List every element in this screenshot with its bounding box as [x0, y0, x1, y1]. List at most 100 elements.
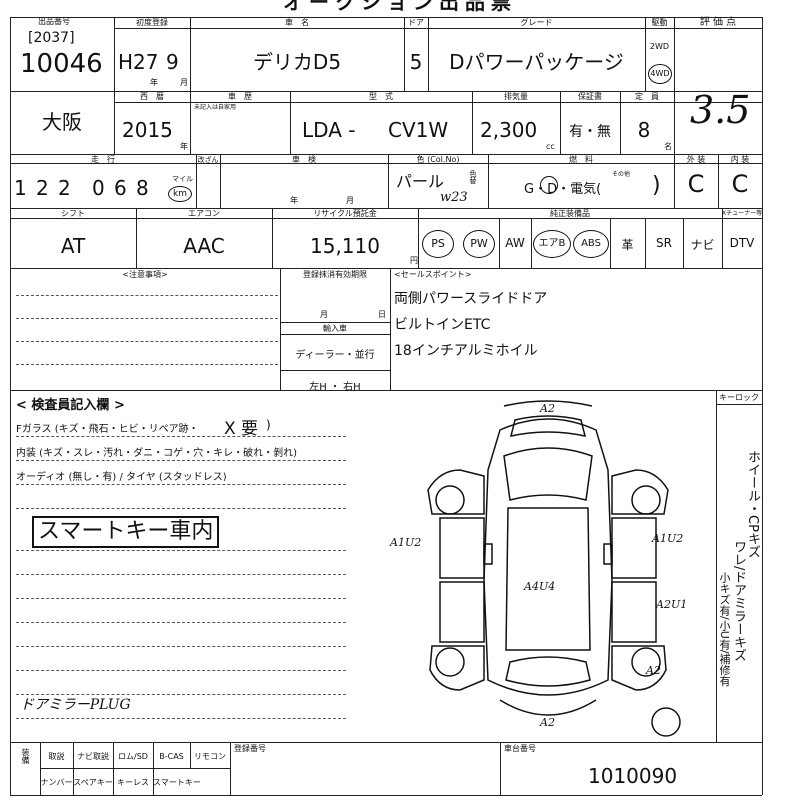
capacity-unit: 名: [664, 142, 672, 151]
mileage-digit: 1: [14, 176, 27, 200]
footer-item: リモコン: [194, 752, 226, 761]
car-name-label: 車 名: [285, 18, 309, 27]
equip-airbag: エアB: [533, 230, 571, 258]
dealer-parallel: ディーラー・並行: [295, 350, 375, 361]
color-side-label: 色替: [469, 170, 477, 184]
warranty-label: 保証書: [578, 92, 602, 101]
fglass-close: ): [266, 418, 271, 432]
mileage-digit: 2: [36, 176, 49, 200]
doors: 5: [409, 50, 423, 74]
damage-mark: A2: [540, 402, 555, 415]
history-sub: 未記入は自家用: [194, 104, 237, 111]
footer-item: ロム/SD: [118, 752, 148, 761]
mileage-digit: 6: [114, 176, 127, 200]
footer-item: スマートキー: [153, 778, 201, 787]
model-code: CV1W: [388, 118, 449, 142]
inspection-label: 車 検: [292, 155, 316, 164]
footer-item: スペアキー: [73, 778, 113, 787]
drive-4wd: 4WD: [648, 64, 672, 84]
mileage-digit: 2: [58, 176, 71, 200]
footer-item: B-CAS: [159, 752, 184, 761]
recycle-label: リサイクル預託金: [313, 209, 377, 218]
mileage-label: 走 行: [91, 155, 115, 164]
month-unit: 月: [180, 78, 188, 87]
damage-mark: A2U1: [656, 598, 688, 611]
displacement-label: 排気量: [504, 92, 528, 101]
reg-expiry-label: 登録抹消有効期限: [303, 270, 367, 279]
interior-label: 内 装: [730, 155, 750, 164]
rating-value: 3.5: [690, 88, 751, 132]
recycle: 15,110: [310, 234, 380, 258]
model-label: 型 式: [369, 92, 393, 101]
mileage-digit: 0: [92, 176, 105, 200]
fuel-label: 燃 料: [569, 155, 593, 164]
chassis-label: 車台番号: [504, 744, 536, 753]
displacement: 2,300: [480, 118, 538, 142]
fuel-selected-circle: [540, 176, 558, 194]
reg-day-unit: 日: [378, 310, 386, 319]
extra-label: Xチューナー等: [722, 210, 763, 217]
exterior: C: [687, 170, 705, 198]
color-label: 色 (Col.No): [416, 155, 460, 164]
capacity: 8: [637, 118, 651, 142]
inspector-title: < 検査員記入欄 >: [16, 398, 125, 413]
ac-label: エアコン: [188, 209, 220, 218]
meter-label: 改ざん: [197, 156, 219, 164]
grade: Dパワーパッケージ: [449, 50, 624, 74]
recycle-unit: 円: [410, 256, 418, 265]
lot-label: 出品番号: [38, 17, 70, 26]
damage-mark: A2: [540, 716, 555, 729]
capacity-label: 定 員: [635, 92, 659, 101]
car-diagram: [427, 400, 681, 737]
shift: AT: [60, 234, 86, 258]
side-text-2: ワレ/ドアミラーキズ: [731, 540, 746, 662]
reg-number-label: 登録番号: [234, 744, 266, 753]
damage-mark: A4U4: [524, 580, 556, 593]
model-year: 2015: [122, 118, 173, 142]
mileage-unit-mile: マイル: [172, 175, 193, 183]
damage-mark: A1U2: [390, 536, 422, 549]
color: パール: [396, 172, 445, 191]
interior-line: 内装 (キズ・スレ・汚れ・ダニ・コゲ・穴・キレ・破れ・剝れ): [16, 448, 297, 459]
sales-point: 18インチアルミホイル: [394, 343, 538, 359]
rating-label: 評 価 点: [699, 17, 737, 28]
history-label: 車 歴: [228, 92, 252, 101]
reg-year: H27: [118, 50, 159, 74]
insp-month-unit: 月: [346, 196, 354, 205]
fuel-text: G・D・電気(: [524, 182, 602, 197]
venue: 大阪: [42, 110, 82, 134]
bottom-note: ドアミラーPLUG: [20, 697, 131, 713]
drive-2wd: 2WD: [649, 42, 670, 51]
prep-label: 装備: [21, 748, 30, 764]
sales-point: ビルトインETC: [394, 317, 491, 333]
door-label: ドア: [408, 18, 424, 27]
audio-line: オーディオ (無し・有) / タイヤ (スタッドレス): [16, 472, 227, 483]
year-unit: 年: [150, 78, 158, 87]
reg-month-unit: 月: [320, 310, 328, 319]
equip-navi: ナビ: [690, 238, 715, 252]
lot-number: 10046: [20, 49, 103, 79]
equipment-label: 純正装備品: [550, 209, 590, 218]
sales-point: 両側パワースライドドア: [394, 291, 548, 307]
side-text-1: ホイール・CPキズ: [745, 450, 760, 558]
drive-label: 駆動: [651, 18, 668, 27]
chassis-number: 1010090: [588, 764, 678, 788]
exterior-label: 外 装: [686, 155, 706, 164]
top-title: オークション出品票: [283, 0, 517, 14]
equip-dtv: DTV: [729, 236, 755, 250]
footer-item: 取説: [48, 752, 65, 761]
equip-aw: AW: [505, 236, 525, 250]
steering: 左H ・ 右H: [309, 382, 361, 393]
equip-sr: SR: [656, 236, 672, 250]
model-year-label: 西 暦: [140, 92, 164, 101]
mileage-digits: 1 2 2 0 6 8: [14, 176, 174, 202]
footer-item: ナンバー: [40, 778, 73, 787]
grade-label: グレード: [520, 18, 553, 27]
ac: AAC: [183, 234, 225, 258]
interior: C: [731, 170, 749, 198]
damage-mark: A2: [646, 664, 661, 677]
insp-year-unit: 年: [290, 196, 298, 205]
equip-leather: 革: [621, 238, 634, 252]
side-text-3: 小キズ有/小U有/補修有: [718, 572, 731, 687]
equip-abs: ABS: [573, 230, 609, 258]
